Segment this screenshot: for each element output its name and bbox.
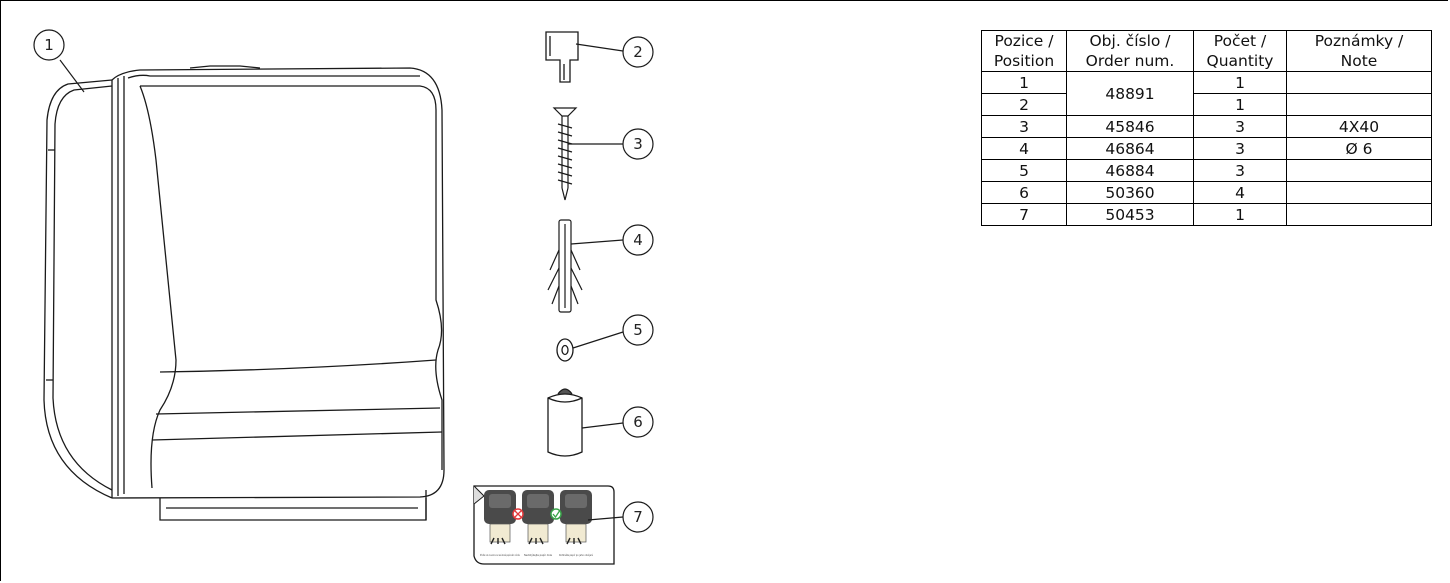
callout-6-number: 6 <box>633 413 643 431</box>
cell-quantity: 3 <box>1193 115 1287 138</box>
header-note: Poznámky / Note <box>1286 30 1432 72</box>
header-quantity-cz: Počet / <box>1213 32 1267 50</box>
header-order: Obj. číslo / Order num. <box>1066 30 1194 72</box>
cell-quantity: 3 <box>1193 159 1287 182</box>
cell-quantity: 1 <box>1193 93 1287 116</box>
table-row: 6 50360 4 <box>981 181 1432 204</box>
cell-order: 50360 <box>1066 181 1194 204</box>
cell-position: 6 <box>981 181 1067 204</box>
table-row: 2 1 <box>981 93 1432 116</box>
instruction-sticker: Přiložte ruku k senzoru na levé straně p… <box>473 485 615 565</box>
cell-note <box>1286 93 1432 116</box>
sticker-dispenser-2: Nedotýkejte papír dole <box>512 490 554 557</box>
callout-6: 6 <box>581 406 654 438</box>
parts-table: Pozice /Position Obj. číslo /Order num. … <box>981 30 1432 226</box>
cell-note <box>1286 159 1432 182</box>
callout-5: 5 <box>572 314 654 349</box>
callout-1-number: 1 <box>44 36 54 54</box>
callout-4: 4 <box>570 224 654 256</box>
callout-3: 3 <box>568 128 654 160</box>
screw-part <box>552 107 578 201</box>
table-row: 7 50453 1 <box>981 203 1432 226</box>
table-row: 1 48891 1 <box>981 71 1432 116</box>
header-quantity: Počet / Quantity <box>1193 30 1287 72</box>
cell-order: 46864 <box>1066 137 1194 160</box>
cell-quantity: 1 <box>1193 203 1287 226</box>
header-position-cz: Pozice / <box>994 32 1054 50</box>
cell-order: 50453 <box>1066 203 1194 226</box>
cell-note: 4X40 <box>1286 115 1432 138</box>
cell-order: 46884 <box>1066 159 1194 182</box>
sticker-caption-1: Přiložte ruku k senzoru na levé straně p… <box>480 553 520 557</box>
callout-2: 2 <box>575 36 654 68</box>
washer-part <box>556 338 574 362</box>
cell-quantity: 1 <box>1193 71 1287 94</box>
cell-note <box>1286 71 1432 94</box>
callout-2-number: 2 <box>633 43 643 61</box>
table-header-row: Pozice /Position Obj. číslo /Order num. … <box>981 30 1432 72</box>
cell-quantity: 3 <box>1193 137 1287 160</box>
header-note-en: Note <box>1340 52 1378 70</box>
sticker-dispenser-1: Přiložte ruku k senzoru na levé straně p… <box>480 490 520 557</box>
cell-position: 5 <box>981 159 1067 182</box>
cell-quantity: 4 <box>1193 181 1287 204</box>
sticker-caption-2: Nedotýkejte papír dole <box>524 553 552 557</box>
table-row: 5 46884 3 <box>981 159 1432 182</box>
cell-position: 4 <box>981 137 1067 160</box>
sticker-caption-3: Dotkněte papír po jeho odvíjení <box>559 553 593 557</box>
callout-3-number: 3 <box>633 135 643 153</box>
cell-position: 1 <box>981 71 1067 94</box>
table-row: 4 46864 3 Ø 6 <box>981 137 1432 160</box>
table-row: 3 45846 3 4X40 <box>981 115 1432 138</box>
dispenser-body <box>43 65 445 521</box>
wall-plug-part <box>547 219 583 313</box>
header-position: Pozice / Position <box>981 30 1067 72</box>
check-icon <box>550 508 562 520</box>
header-order-cz: Obj. číslo / <box>1089 32 1171 50</box>
cell-note: Ø 6 <box>1286 137 1432 160</box>
header-order-en: Order num. <box>1085 52 1175 70</box>
callout-7: 7 <box>587 501 654 533</box>
header-position-en: Position <box>993 52 1055 70</box>
cell-position: 3 <box>981 115 1067 138</box>
cell-note <box>1286 181 1432 204</box>
callout-1: 1 <box>33 29 85 93</box>
battery-part <box>547 388 583 457</box>
header-quantity-en: Quantity <box>1206 52 1274 70</box>
cell-note <box>1286 203 1432 226</box>
callout-7-number: 7 <box>633 508 643 526</box>
sticker-dispenser-3: Dotkněte papír po jeho odvíjení <box>550 490 593 557</box>
cell-position: 7 <box>981 203 1067 226</box>
key-part <box>545 31 579 83</box>
cell-order: 48891 <box>1066 71 1194 116</box>
cell-position: 2 <box>981 93 1067 116</box>
header-note-cz: Poznámky / <box>1314 32 1404 50</box>
cell-order: 45846 <box>1066 115 1194 138</box>
callout-4-number: 4 <box>633 231 643 249</box>
callout-5-number: 5 <box>633 321 643 339</box>
